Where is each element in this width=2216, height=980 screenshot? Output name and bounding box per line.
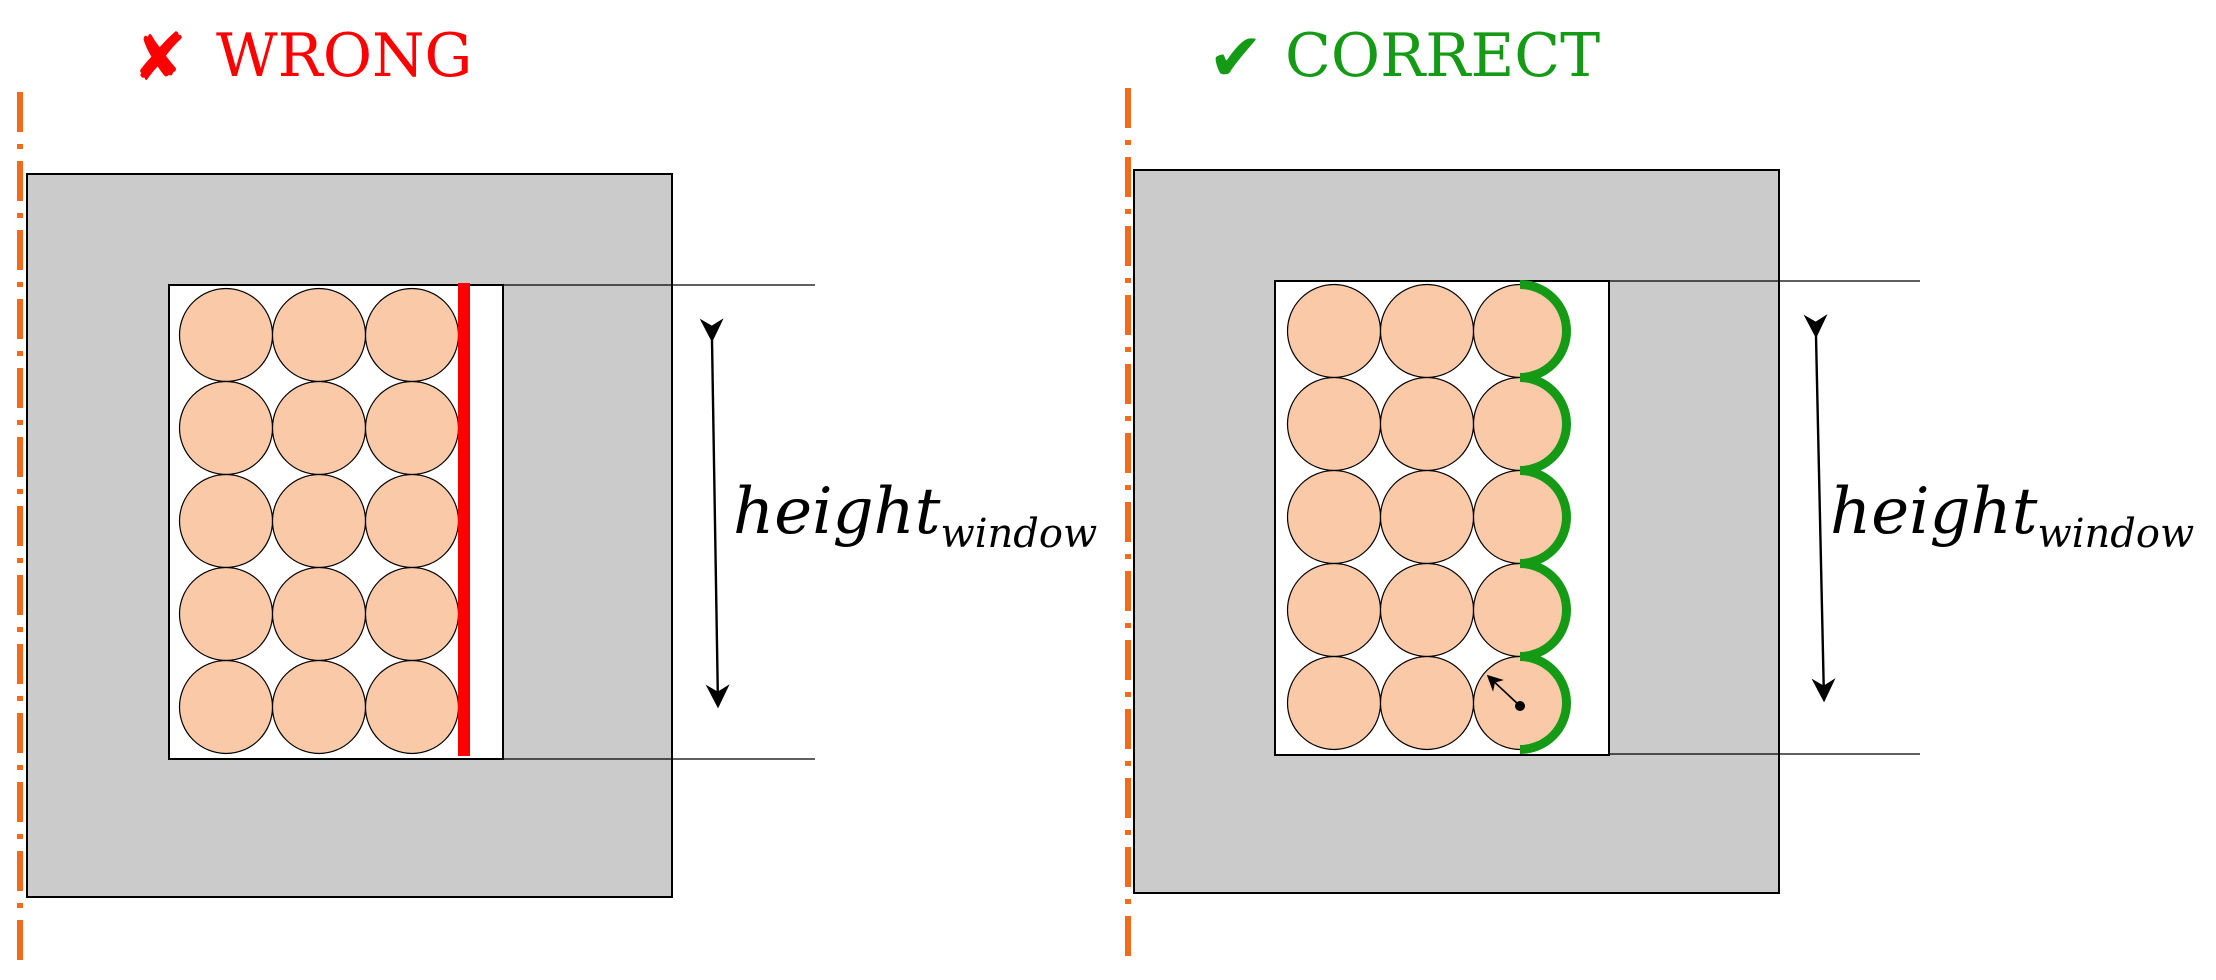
conductor-circle	[271, 566, 367, 662]
conductor-circle	[364, 380, 460, 476]
conductor-grid	[178, 287, 460, 755]
conductor-circle	[1379, 469, 1475, 565]
dimension-arrow	[699, 318, 730, 709]
panel-title-correct: ✔ CORRECT	[1208, 19, 1600, 96]
conductor-circle	[271, 287, 367, 383]
conductor-circle	[178, 659, 274, 755]
conductor-circle	[1286, 562, 1382, 658]
conductor-circle	[271, 380, 367, 476]
dimension-label-subscript: window	[2037, 511, 2194, 557]
conductor-circle	[1286, 376, 1382, 472]
conductor-circle	[364, 566, 460, 662]
conductor-circle	[271, 473, 367, 569]
conductor-circle	[1379, 283, 1475, 379]
conductor-circle	[1379, 655, 1475, 751]
check-icon: ✔	[1208, 19, 1263, 96]
conductor-circle	[1286, 655, 1382, 751]
conductor-circle	[178, 287, 274, 383]
conductor-circle	[1286, 283, 1382, 379]
boundary-arc	[1519, 559, 1571, 661]
panel-correct: ✔ CORRECT heightwindow	[1125, 19, 2194, 958]
dimension-label-subscript: window	[940, 511, 1097, 557]
boundary-arc	[1519, 652, 1571, 754]
boundary-arc	[1519, 280, 1571, 382]
conductor-grid	[1286, 283, 1568, 751]
conductor-circle	[178, 473, 274, 569]
title-correct: CORRECT	[1285, 21, 1600, 91]
conductor-circle	[1379, 376, 1475, 472]
boundary-arc	[1519, 466, 1571, 568]
cross-icon: ✘	[132, 19, 187, 96]
dimension-label: heightwindow	[733, 475, 1097, 557]
conductor-circle	[178, 380, 274, 476]
conductor-circle	[178, 566, 274, 662]
conductor-circle	[364, 659, 460, 755]
boundary-arc	[1519, 373, 1571, 475]
panel-title-wrong: ✘ WRONG	[132, 19, 472, 96]
dimension-label-main: height	[1830, 475, 2038, 549]
title-wrong: WRONG	[216, 21, 472, 91]
conductor-circle	[271, 659, 367, 755]
boundary-arcs	[1519, 280, 1571, 754]
radius-arrow	[1486, 674, 1521, 707]
dimension-label: heightwindow	[1830, 475, 2194, 557]
conductor-circle	[1286, 469, 1382, 565]
conductor-circle	[1379, 562, 1475, 658]
radius-indicator	[1486, 674, 1525, 711]
dimension-arrow	[1803, 314, 1836, 703]
dimension-label-main: height	[733, 475, 941, 549]
conductor-circle	[364, 287, 460, 383]
panel-wrong: ✘ WRONG heightwindow	[17, 19, 1097, 962]
conductor-circle	[364, 473, 460, 569]
